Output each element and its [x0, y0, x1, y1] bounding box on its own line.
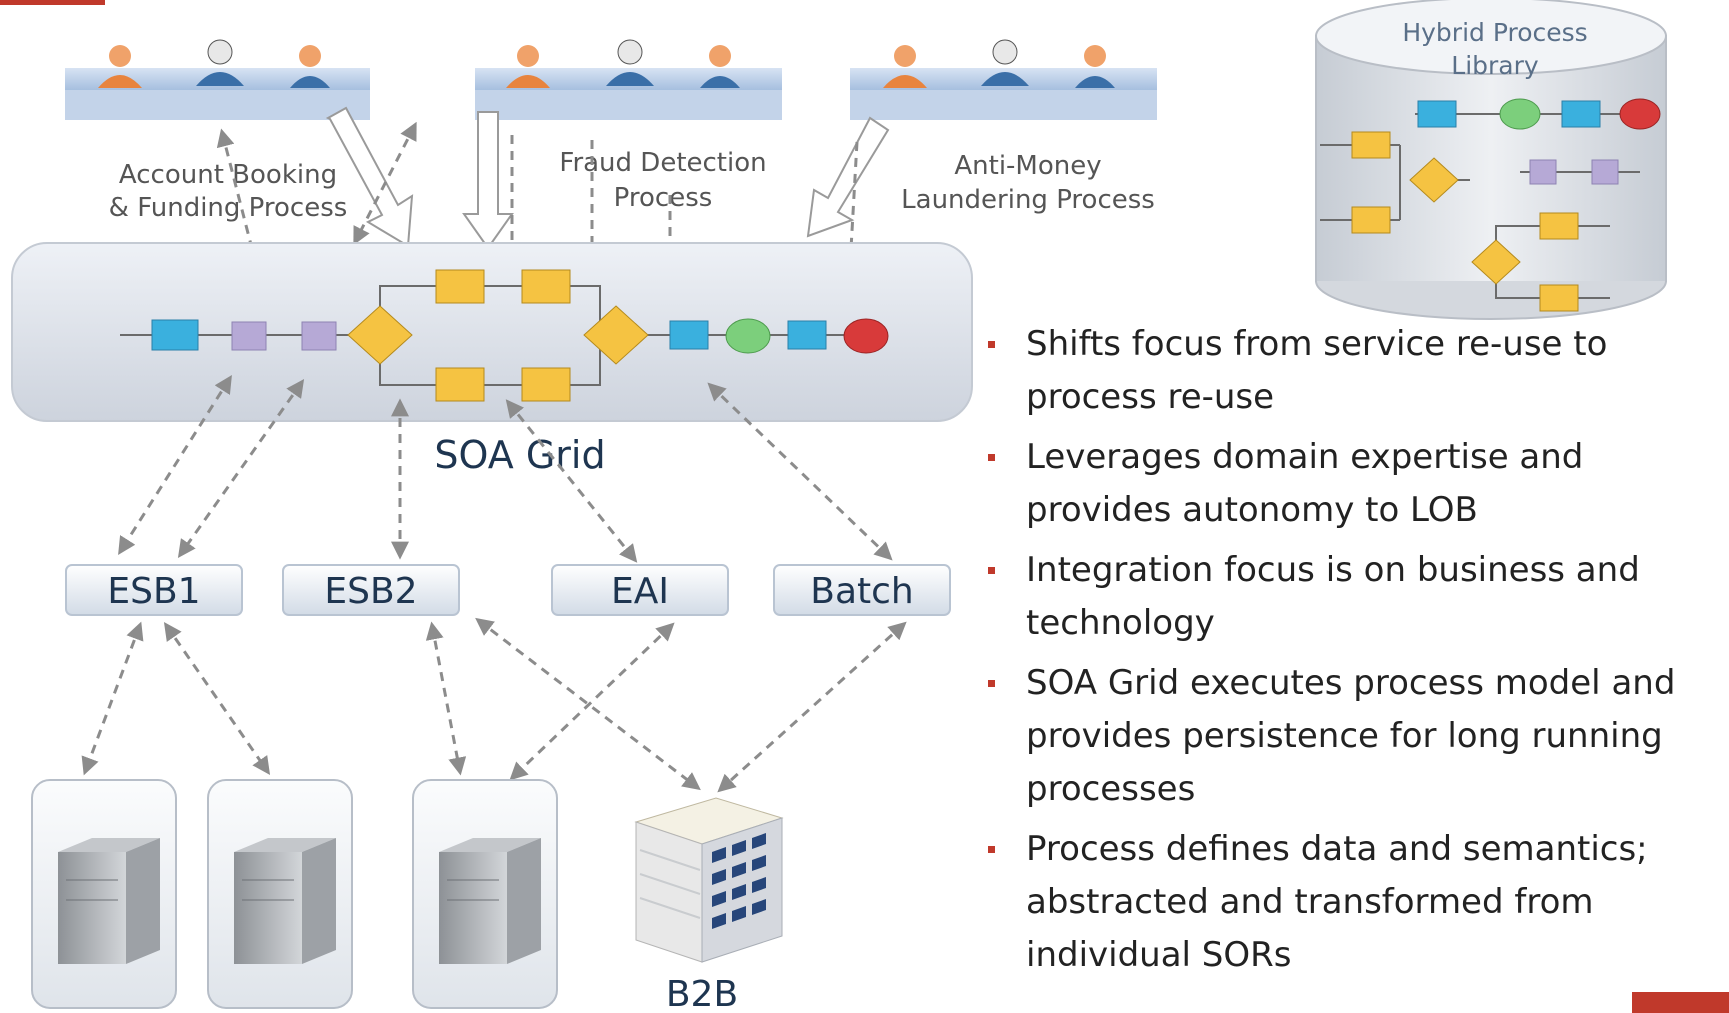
user-icon — [700, 45, 740, 88]
gateway-node — [583, 305, 649, 365]
bullet-item: SOA Grid executes process model and prov… — [985, 657, 1686, 816]
task-node — [521, 367, 571, 402]
user-icon — [981, 39, 1029, 86]
bus-system-connections — [81, 617, 907, 793]
process-label-account-booking-2: & Funding Process — [109, 193, 348, 223]
bus-batch: Batch — [773, 564, 951, 616]
process-label-anti-money-2: Laundering Process — [901, 185, 1155, 215]
user-icon — [290, 45, 330, 88]
process-label-fraud-detection-1: Fraud Detection — [559, 148, 766, 178]
service-node — [669, 320, 709, 350]
end-event-node — [843, 318, 889, 354]
b2b-label: B2B — [666, 974, 738, 1013]
bullet-text: Shifts focus from service re-use to proc… — [1026, 324, 1608, 417]
user-icon — [98, 45, 142, 88]
soa-grid-panel — [11, 242, 973, 422]
bus-esb1-label: ESB1 — [107, 571, 200, 612]
bus-esb2: ESB2 — [282, 564, 460, 616]
building-icon — [634, 797, 784, 963]
server-icon — [58, 838, 160, 964]
server-icon — [439, 838, 541, 964]
bullet-marker — [988, 567, 995, 574]
start-event-node — [725, 318, 771, 354]
user-icon — [196, 39, 244, 86]
grid-process-flow — [120, 269, 889, 402]
bullet-marker — [988, 341, 995, 348]
process-label-account-booking-1: Account Booking — [119, 160, 337, 190]
bullet-item: Process defines data and semantics; abst… — [985, 823, 1666, 982]
bus-esb1: ESB1 — [65, 564, 243, 616]
user-icon-group — [98, 39, 1115, 88]
header-accent-bar — [0, 0, 105, 5]
server-system-3 — [412, 779, 558, 1009]
library-title-2: Library — [1451, 51, 1539, 80]
bullet-item: Integration focus is on business and tec… — [985, 544, 1646, 650]
bus-esb2-label: ESB2 — [324, 571, 417, 612]
bullet-marker — [988, 680, 995, 687]
grid-bus-connections — [118, 374, 893, 563]
task-node — [435, 269, 485, 304]
user-icon — [606, 39, 654, 86]
state-node — [231, 321, 267, 351]
process-label-anti-money-1: Anti-Money — [954, 151, 1101, 181]
key-points-list: Shifts focus from service re-use to proc… — [985, 318, 1685, 989]
task-node — [521, 269, 571, 304]
service-node — [787, 320, 827, 350]
state-node — [301, 321, 337, 351]
library-title-1: Hybrid Process — [1402, 18, 1587, 47]
bullet-text: SOA Grid executes process model and prov… — [1026, 663, 1676, 809]
bullet-marker — [988, 846, 995, 853]
bullet-item: Shifts focus from service re-use to proc… — [985, 318, 1626, 424]
server-system-2 — [207, 779, 353, 1009]
library-process-fragments — [1320, 98, 1661, 312]
bullet-item: Leverages domain expertise and provides … — [985, 431, 1646, 537]
server-icon — [234, 838, 336, 964]
slide-badge — [1632, 992, 1729, 1013]
task-node — [435, 367, 485, 402]
bullet-text: Process defines data and semantics; abst… — [1026, 829, 1648, 975]
server-system-1 — [31, 779, 177, 1009]
soa-grid-label: SOA Grid — [434, 433, 605, 477]
bus-batch-label: Batch — [810, 571, 913, 612]
bullet-text: Integration focus is on business and tec… — [1026, 550, 1640, 643]
bullet-text: Leverages domain expertise and provides … — [1026, 437, 1584, 530]
user-icon — [883, 45, 927, 88]
gateway-node — [347, 305, 413, 365]
process-label-fraud-detection-2: Process — [614, 183, 713, 213]
service-node — [151, 319, 199, 351]
bus-eai: EAI — [551, 564, 729, 616]
user-icon — [1075, 45, 1115, 88]
user-icon — [506, 45, 550, 88]
bus-eai-label: EAI — [611, 571, 669, 612]
bullet-marker — [988, 454, 995, 461]
